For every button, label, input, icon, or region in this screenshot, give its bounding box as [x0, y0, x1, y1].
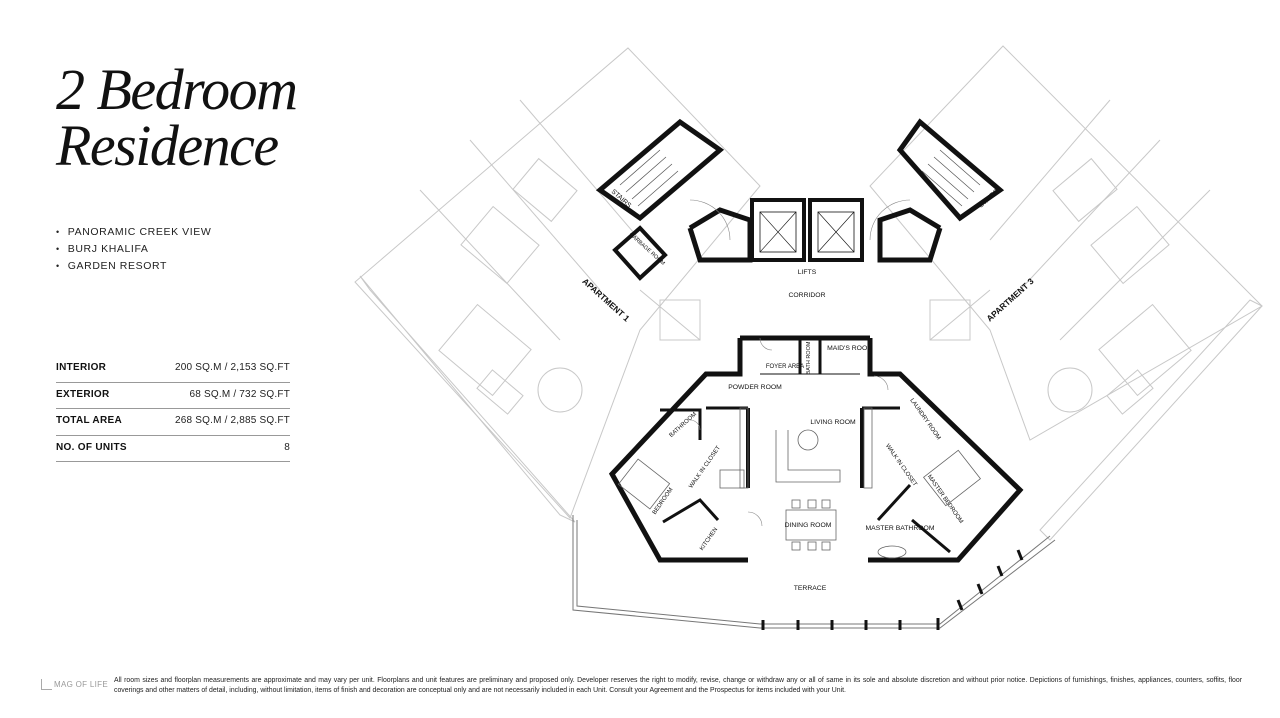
brand-logo: MAG OF LIFE [41, 679, 108, 690]
spec-label: INTERIOR [56, 362, 107, 373]
feature-list: PANORAMIC CREEK VIEW BURJ KHALIFA GARDEN… [56, 224, 211, 275]
title-line-1: 2 Bedroom [56, 57, 298, 122]
label-walkin-closet-right: WALK IN CLOSET [884, 443, 918, 488]
garbage-room-walls [612, 225, 668, 281]
spec-value: 8 [284, 441, 290, 453]
label-laundry-room: LAUNDRY ROOM [908, 398, 941, 441]
label-terrace: TERRACE [794, 585, 827, 592]
disclaimer: All room sizes and floorplan measurement… [114, 677, 1242, 694]
specs-table: INTERIOR 200 SQ.M / 2,153 SQ.FT EXTERIOR… [56, 356, 290, 462]
core-walls [595, 118, 1005, 263]
feature-item: BURJ KHALIFA [56, 241, 211, 258]
apartment-walls [608, 335, 1024, 563]
label-powder-room: POWDER ROOM [728, 384, 782, 391]
label-kitchen: KITCHEN [699, 527, 719, 552]
lift-shafts [750, 198, 864, 262]
spec-value: 68 SQ.M / 732 SQ.FT [189, 388, 290, 400]
spec-row-units: NO. OF UNITS 8 [56, 436, 290, 462]
spec-label: NO. OF UNITS [56, 441, 127, 453]
label-living-room: LIVING ROOM [810, 419, 856, 426]
title-line-2: Residence [56, 113, 279, 178]
spec-row-total-area: TOTAL AREA 268 SQ.M / 2,885 SQ.FT [56, 409, 290, 436]
label-dining-room: DINING ROOM [785, 522, 832, 529]
terrace-outline [572, 515, 1056, 629]
logo-mark-icon [41, 679, 52, 690]
label-master-bedroom: MASTER BEDROOM [926, 474, 964, 525]
spec-row-exterior: EXTERIOR 68 SQ.M / 732 SQ.FT [56, 383, 290, 409]
furniture [617, 407, 981, 559]
label-lifts: LIFTS [798, 269, 817, 276]
spec-value: 268 SQ.M / 2,885 SQ.FT [174, 415, 290, 426]
neighbour-apartments [354, 45, 1263, 541]
label-master-bathroom: MASTER BATHROOM [866, 525, 935, 532]
spec-value: 200 SQ.M / 2,153 SQ.FT [174, 362, 290, 373]
label-bath-room: BATH ROOM [806, 341, 812, 374]
page-title: 2 Bedroom Residence [56, 57, 298, 178]
label-foyer-area: FOYER AREA [766, 364, 804, 370]
door-swings [689, 199, 911, 527]
label-walkin-closet-left: WALK IN CLOSET [688, 445, 722, 490]
spec-row-interior: INTERIOR 200 SQ.M / 2,153 SQ.FT [56, 356, 290, 383]
label-apartment-3: APARTMENT 3 [984, 276, 1035, 324]
label-corridor: CORRIDOR [788, 292, 825, 299]
spec-label: TOTAL AREA [56, 415, 122, 426]
label-apartment-1: APARTMENT 1 [580, 276, 631, 324]
label-bathroom: BATHROOM [669, 412, 698, 439]
terrace-posts [761, 549, 1024, 630]
feature-item: PANORAMIC CREEK VIEW [56, 224, 211, 241]
floor-plan: STAIRS STAIRS GARBAGE ROOM LIFTS CORRIDO… [354, 45, 1263, 630]
label-stairs-right: STAIRS [978, 188, 1001, 210]
logo-text: MAG OF LIFE [54, 680, 108, 689]
spec-label: EXTERIOR [56, 388, 110, 400]
stair-treads [619, 149, 981, 207]
label-maids-room: MAID'S ROOM [827, 345, 873, 352]
feature-item: GARDEN RESORT [56, 258, 211, 275]
